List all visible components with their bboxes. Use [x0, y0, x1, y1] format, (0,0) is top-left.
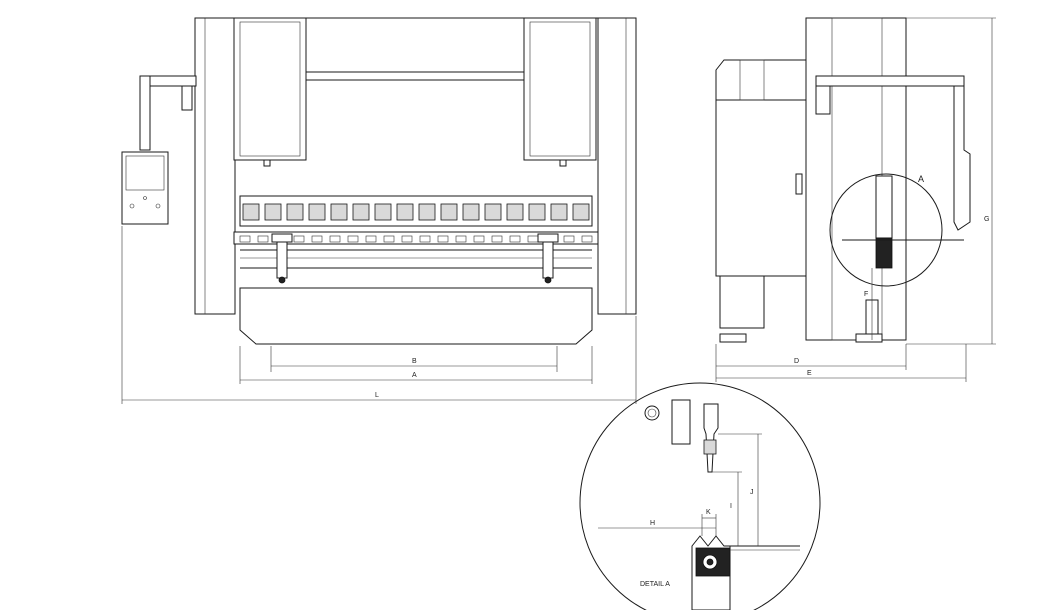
- dim-l: L: [121, 226, 637, 404]
- dim-a: A: [239, 346, 593, 384]
- dim-d: D: [715, 344, 907, 382]
- side-view: A D E F G: [715, 17, 996, 382]
- upper-tool-clamps: [242, 203, 590, 221]
- back-gauge-finger-right: [537, 233, 559, 284]
- dim-g: G: [906, 17, 996, 345]
- dim-b-label: B: [412, 358, 417, 365]
- front-view: B A L: [121, 17, 637, 404]
- dim-f-label: F: [864, 291, 868, 298]
- dim-l-label: L: [375, 392, 379, 399]
- dim-h: H: [598, 520, 716, 529]
- control-pendant: [121, 75, 197, 225]
- dim-i: I: [712, 471, 742, 546]
- detail-a-caption: DETAIL A: [640, 581, 670, 588]
- dim-e: E: [716, 344, 967, 382]
- dim-a-label: A: [412, 372, 417, 379]
- dim-j: J: [718, 433, 762, 546]
- dim-k: K: [701, 509, 717, 536]
- dim-d-label: D: [794, 358, 799, 365]
- detail-a-callout: A: [918, 174, 924, 184]
- detail-a-view: H K I J DETAIL A: [579, 382, 821, 610]
- dim-i-label: I: [730, 503, 732, 510]
- back-gauge-finger-left: [271, 233, 293, 284]
- dim-k-label: K: [706, 509, 711, 516]
- dim-h-label: H: [650, 520, 655, 527]
- dim-j-label: J: [750, 489, 754, 496]
- dim-e-label: E: [807, 370, 812, 377]
- dim-b: B: [270, 346, 558, 372]
- dim-f: F: [864, 268, 873, 340]
- dim-g-label: G: [984, 216, 989, 223]
